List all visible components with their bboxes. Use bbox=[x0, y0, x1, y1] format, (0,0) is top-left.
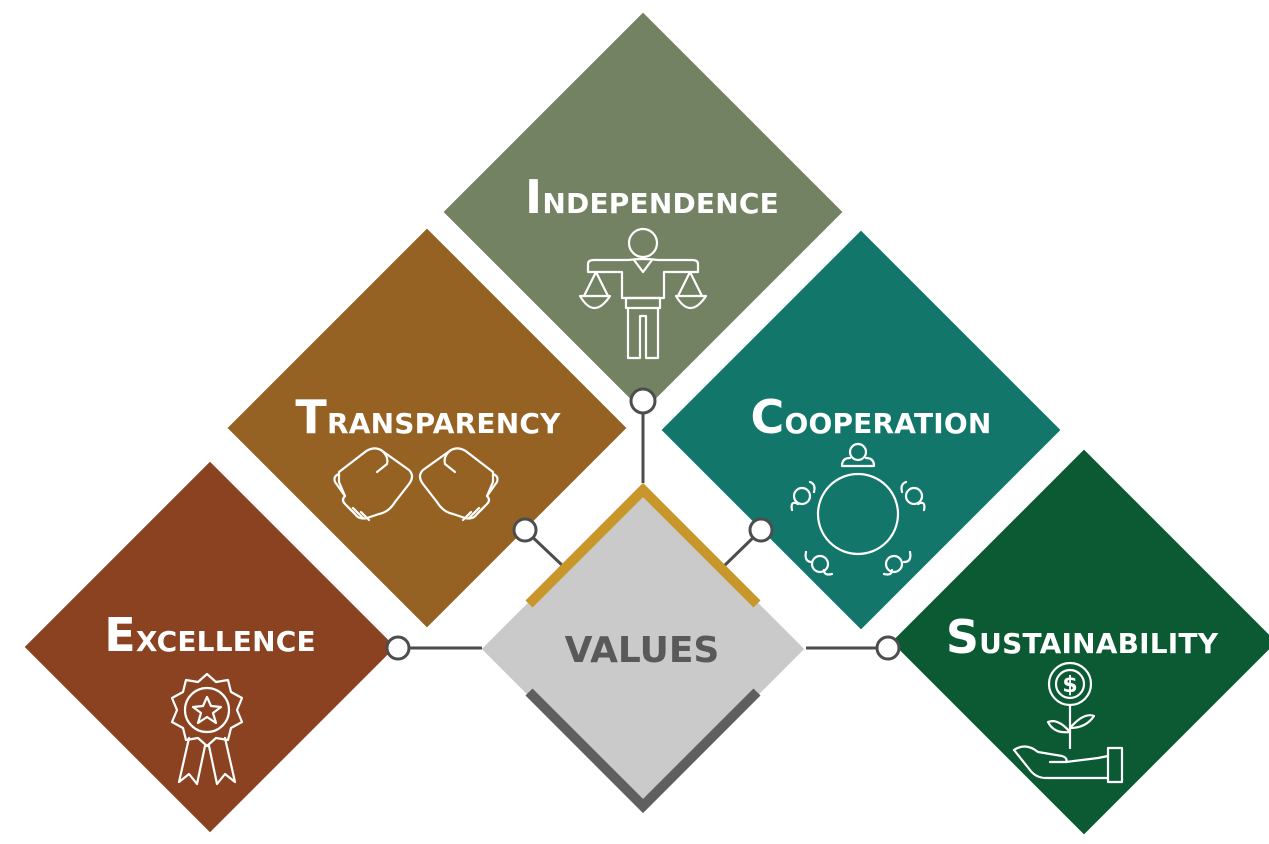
round-table-icon bbox=[786, 440, 930, 580]
transparency-label: TRANSPARENCY bbox=[295, 390, 561, 444]
center-values-label: VALUES bbox=[564, 630, 720, 671]
center-top-accent bbox=[525, 482, 761, 608]
node-excellence bbox=[385, 635, 411, 661]
svg-text:$: $ bbox=[1062, 673, 1077, 698]
open-hands-icon bbox=[333, 442, 499, 526]
person-scales-icon bbox=[578, 227, 708, 362]
node-transparency bbox=[512, 517, 538, 543]
node-cooperation bbox=[748, 517, 774, 543]
node-sustainability bbox=[875, 635, 901, 661]
excellence-label: EXCELLENCE bbox=[104, 608, 316, 662]
independence-label: INDEPENDENCE bbox=[525, 170, 779, 224]
cooperation-label: COOPERATION bbox=[750, 390, 992, 444]
center-bottom-accent bbox=[525, 688, 761, 814]
node-independence bbox=[629, 387, 657, 415]
award-ribbon-icon bbox=[165, 670, 249, 790]
money-plant-hand-icon: $ bbox=[1012, 661, 1128, 784]
sustainability-label: SUSTAINABILITY bbox=[945, 610, 1219, 664]
